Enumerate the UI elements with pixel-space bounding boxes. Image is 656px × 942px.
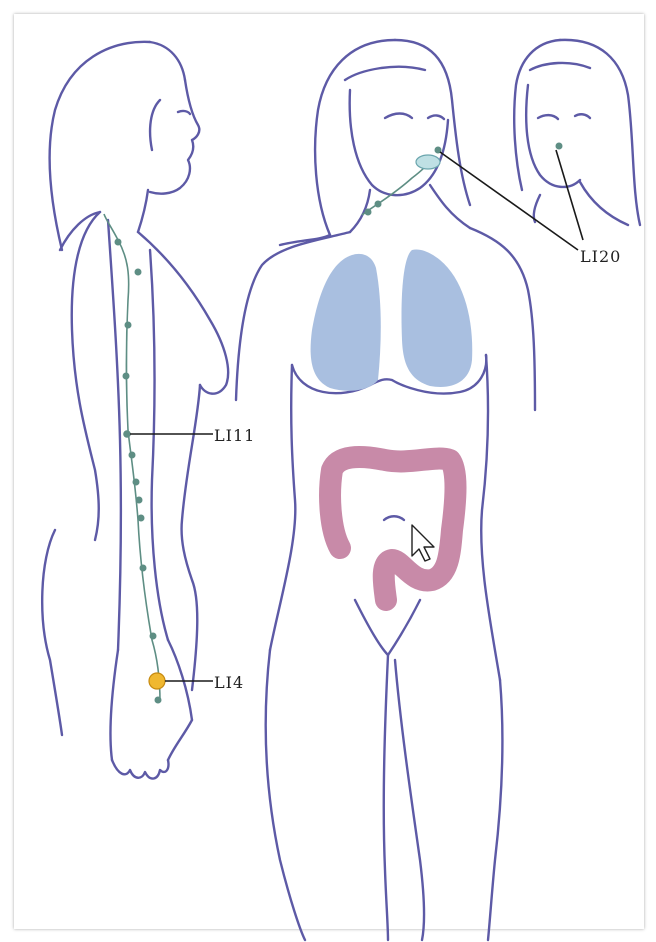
- label-li11: LI11: [214, 426, 255, 445]
- acupoint: [125, 322, 132, 329]
- right-lung: [401, 249, 472, 387]
- large-intestine: [330, 457, 455, 600]
- mouth-highlight: [416, 155, 440, 169]
- acupoint: [365, 209, 372, 216]
- acupoint: [140, 565, 147, 572]
- acupoint: [150, 633, 157, 640]
- acupoints: [115, 143, 563, 704]
- acupoint: [138, 515, 145, 522]
- acupoint-li4: [149, 673, 165, 689]
- acupoint: [115, 239, 122, 246]
- acupoint: [135, 269, 142, 276]
- acupoint-li20-side: [556, 143, 563, 150]
- leader-line-li20-front: [440, 152, 578, 250]
- acupoint: [155, 697, 162, 704]
- label-li20: LI20: [580, 247, 621, 266]
- lungs: [311, 249, 473, 390]
- front-view-figure: [236, 40, 535, 940]
- acupoint: [129, 452, 136, 459]
- side-view-figure: [42, 42, 228, 779]
- left-lung: [311, 254, 381, 391]
- acupoint: [123, 373, 130, 380]
- mouse-pointer-icon: [412, 525, 434, 561]
- face-detail-figure: [514, 40, 640, 225]
- leader-line-li20-side: [556, 150, 583, 240]
- acupoint: [375, 201, 382, 208]
- acupoint: [133, 479, 140, 486]
- label-li4: LI4: [214, 673, 244, 692]
- acupoint: [136, 497, 143, 504]
- acupoint-li11: [123, 430, 131, 438]
